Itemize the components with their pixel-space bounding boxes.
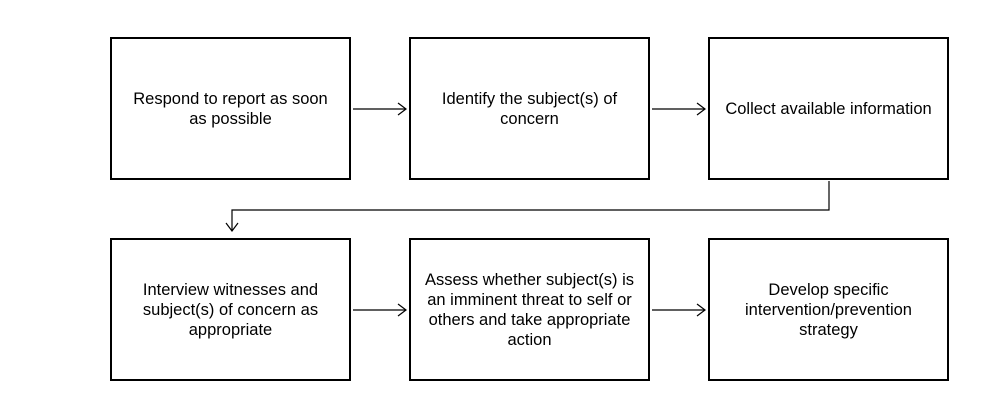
step-box-identify: Identify the subject(s) of concern — [409, 37, 650, 180]
step-box-develop: Develop specific intervention/prevention… — [708, 238, 949, 381]
step-label-collect: Collect available information — [725, 99, 932, 118]
step-box-assess: Assess whether subject(s) is an imminent… — [409, 238, 650, 381]
step-box-interview: Interview witnesses and subject(s) of co… — [110, 238, 351, 381]
arrowhead-step3-to-step4 — [225, 222, 239, 232]
step-label-respond: Respond to report as soon as possible — [133, 89, 328, 128]
step-label-interview: Interview witnesses and subject(s) of co… — [142, 280, 319, 339]
arrowhead-step1-to-step2 — [397, 102, 407, 116]
arrowhead-step2-to-step3 — [696, 102, 706, 116]
step-label-assess: Assess whether subject(s) is an imminent… — [424, 270, 635, 349]
step-box-collect: Collect available information — [708, 37, 949, 180]
arrowhead-step4-to-step5 — [397, 303, 407, 317]
connector-step3-to-step4 — [231, 181, 830, 231]
arrowhead-step5-to-step6 — [696, 303, 706, 317]
step-box-respond: Respond to report as soon as possible — [110, 37, 351, 180]
step-label-identify: Identify the subject(s) of concern — [441, 89, 618, 128]
step-label-develop: Develop specific intervention/prevention… — [745, 280, 912, 339]
